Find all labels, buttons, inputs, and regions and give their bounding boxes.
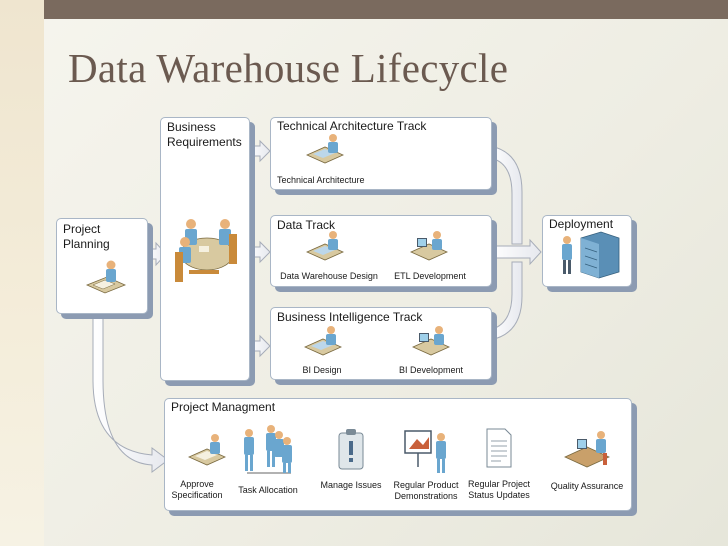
regular-project-status-updates-item: Regular Project Status Updates	[467, 479, 531, 500]
regular-product-demonstrations-item: Regular Product Demonstrations	[393, 480, 459, 501]
arrow-planning-to-management	[92, 311, 169, 473]
data-track-box: Data Track Data Warehouse Design ETL Dev…	[270, 215, 492, 287]
quality-assurance-icon	[564, 431, 610, 468]
approver-at-desk-icon	[188, 434, 226, 466]
tech-architecture-item: Technical Architecture	[277, 175, 365, 185]
bi-track-label: Business Intelligence Track	[277, 310, 423, 324]
project-planning-box: Project Planning	[56, 218, 148, 314]
arrow-requirements-to-data	[247, 240, 271, 264]
bi-developer-icon	[412, 326, 450, 356]
issue-clipboard-icon	[338, 429, 364, 470]
tech-architecture-track-box: Technical Architecture Track Technical A…	[270, 117, 492, 190]
project-planning-label: Project Planning	[63, 222, 110, 251]
status-report-icon	[486, 428, 512, 468]
server-racks-icon	[562, 231, 620, 279]
business-requirements-box: Business Requirements	[160, 117, 250, 381]
arrow-tech-to-deployment	[489, 145, 523, 245]
manage-issues-item: Manage Issues	[320, 480, 382, 490]
presenter-demo-icon	[404, 430, 446, 473]
bi-track-box: Business Intelligence Track BI Design BI…	[270, 307, 492, 380]
task-allocation-item: Task Allocation	[238, 485, 298, 495]
slide-title: Data Warehouse Lifecycle	[68, 45, 509, 91]
planner-at-desk-icon	[85, 260, 127, 294]
data-warehouse-design-item: Data Warehouse Design	[280, 271, 378, 281]
developer-at-computer-icon	[410, 231, 448, 261]
bi-design-item: BI Design	[302, 365, 342, 375]
arrow-requirements-to-bi	[247, 334, 271, 358]
quality-assurance-item: Quality Assurance	[550, 481, 624, 491]
project-management-label: Project Managment	[171, 400, 276, 414]
data-track-label: Data Track	[277, 218, 336, 232]
left-accent-strip	[0, 0, 44, 546]
arrow-requirements-to-tech	[247, 139, 271, 163]
project-management-box: Project Managment Approve Spec	[164, 398, 632, 511]
etl-development-item: ETL Development	[394, 271, 466, 281]
designer-at-table-icon	[306, 231, 344, 261]
architect-at-table-icon	[306, 134, 344, 164]
business-requirements-label: Business Requirements	[167, 120, 242, 149]
top-bar	[44, 0, 728, 19]
arrow-bi-to-deployment	[489, 261, 523, 341]
approve-specification-item: Approve Specification	[171, 479, 223, 500]
team-group-icon	[244, 425, 292, 474]
deployment-label: Deployment	[549, 217, 614, 231]
bi-development-item: BI Development	[398, 365, 464, 375]
bi-designer-icon	[304, 326, 342, 356]
arrow-data-to-deployment	[489, 238, 542, 266]
tech-track-label: Technical Architecture Track	[277, 119, 427, 133]
deployment-box: Deployment	[542, 215, 632, 287]
team-meeting-icon	[175, 219, 237, 282]
